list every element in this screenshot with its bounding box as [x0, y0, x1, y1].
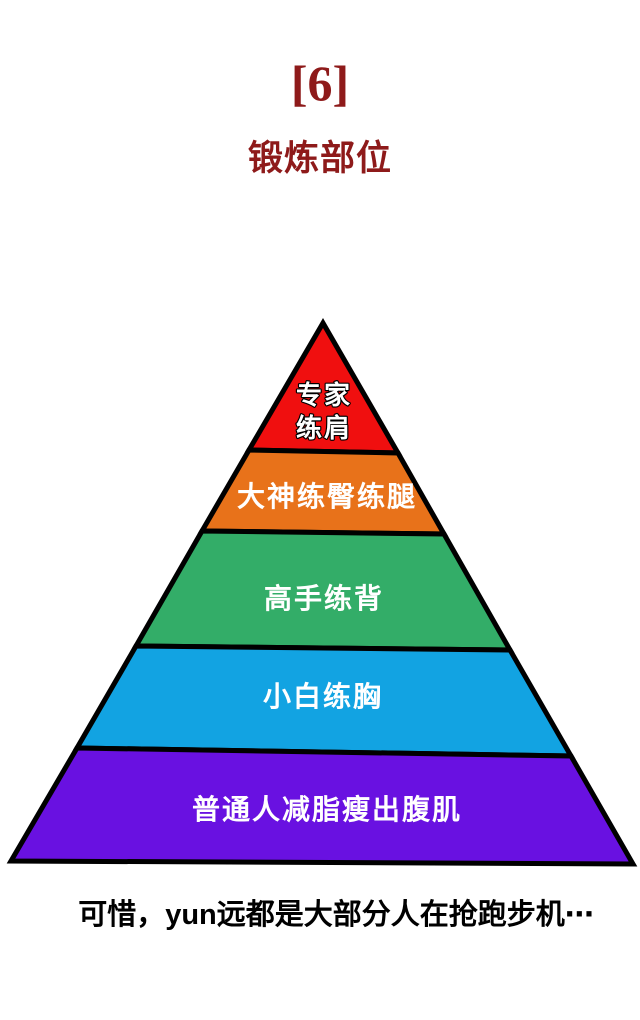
- pyramid-level-1-label-line1: 专家: [296, 380, 352, 410]
- pyramid-level-5-label: 普通人减脂瘦出腹肌: [192, 793, 462, 825]
- page-subtitle: 锻炼部位: [247, 139, 392, 178]
- pyramid-level-3-label: 高手练背: [264, 582, 384, 614]
- pyramid-level-2-label: 大神练臀练腿: [237, 480, 417, 512]
- bottom-caption: 可惜，yun远都是大部分人在抢跑步机⋯: [78, 899, 594, 931]
- pyramid-level-5-shape: [6, 745, 638, 867]
- page-title: [6]: [290, 55, 350, 111]
- pyramid-level-4-label: 小白练胸: [263, 680, 383, 712]
- pyramid-level-1-label-line2: 练肩: [296, 413, 352, 443]
